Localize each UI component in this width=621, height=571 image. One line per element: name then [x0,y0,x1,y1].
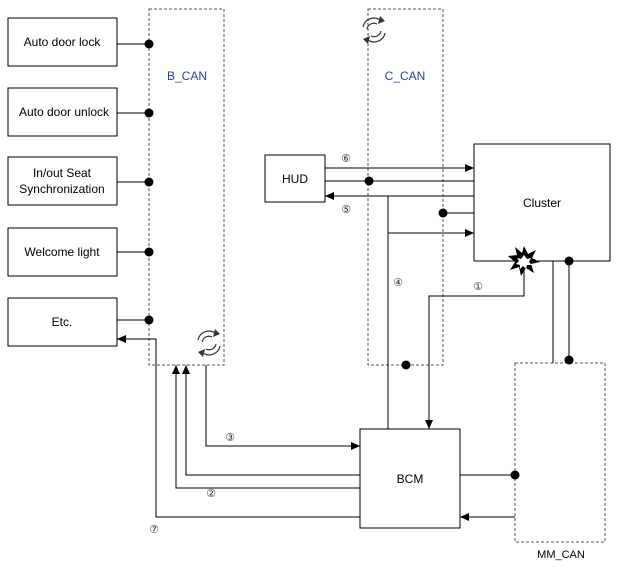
flow-1-cluster-to-bcm [425,265,525,429]
step-3-marker: ③ [225,431,235,444]
bcm-box [359,428,461,529]
seat-sync-label-line2: Synchronization [19,182,104,196]
cluster-mm-can-node-top [564,256,574,266]
flow-7-bcm-to-etc [117,335,360,518]
auto-door-lock-label: Auto door lock [24,35,102,49]
c-can-region [367,8,444,366]
welcome-light-box [7,227,118,277]
bcm-c-can-node [401,360,411,370]
flow-3-b-can-to-bcm [205,365,360,450]
seat-sync-node [144,177,154,187]
burst-icon [508,246,540,276]
auto-door-lock-box [7,17,118,67]
auto-door-unlock-node [144,108,154,118]
hud-c-can-node [364,176,374,186]
hud-label: HUD [282,172,308,186]
cluster-mm-can-node-bottom [564,355,574,365]
auto-door-lock-node [144,39,154,49]
welcome-light-node [144,247,154,257]
b-can-region [148,8,225,366]
bcm-mm-can-node [510,470,520,480]
cluster-box [473,143,611,262]
etc-box [7,297,118,347]
bcm-label: BCM [397,472,424,486]
auto-door-unlock-box [7,87,118,137]
cluster-c-can-node [438,208,448,218]
step-2-marker: ② [206,487,216,500]
etc-label: Etc. [52,315,73,329]
flow-2-bcm-to-b-can [172,365,360,489]
etc-node [144,315,154,325]
mm-can-region [514,362,606,543]
step-7-marker: ⑦ [149,523,159,536]
mm-can-label: MM_CAN [537,549,585,561]
bcm-to-b-can-flow-a [182,365,360,476]
step-5-marker: ⑤ [341,203,351,216]
refresh-arrows-icon [197,329,221,357]
c-can-label: C_CAN [385,69,426,83]
b-can-label: B_CAN [167,69,207,83]
step-1-marker: ① [473,280,483,293]
auto-door-unlock-label: Auto door unlock [19,105,110,119]
welcome-light-label: Welcome light [24,245,100,259]
step-4-marker: ④ [393,276,403,289]
seat-sync-label-line1: In/out Seat [33,166,92,180]
hud-box [264,154,326,203]
refresh-arrows-icon [362,16,386,44]
step-6-marker: ⑥ [341,152,351,165]
cluster-label: Cluster [523,196,561,210]
seat-sync-box [7,156,118,206]
